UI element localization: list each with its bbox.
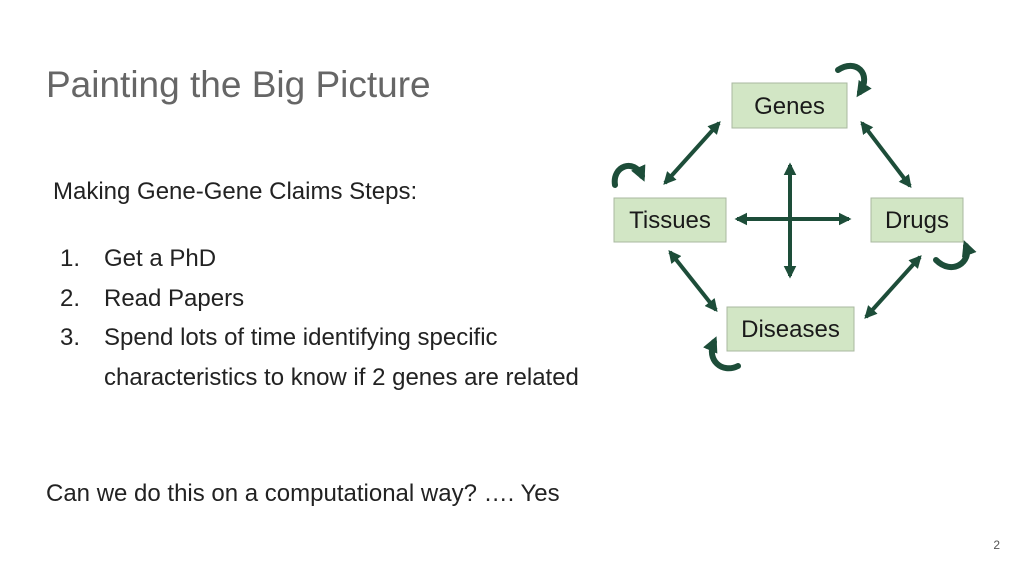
diseases-self-loop-icon	[703, 336, 741, 372]
step-text: Get a PhD	[104, 245, 217, 272]
list-item: 3. Spend lots of time identifying specif…	[60, 318, 580, 397]
node-drugs-label: Drugs	[885, 207, 949, 234]
step-number: 2.	[60, 284, 81, 312]
genes-self-loop-icon	[835, 62, 872, 98]
steps-list: 1. Get a PhD 2. Read Papers 3. Spend lot…	[60, 239, 580, 397]
node-diseases: Diseases	[726, 306, 855, 352]
genes-drugs-arrow	[860, 120, 912, 189]
node-tissues-label: Tissues	[629, 207, 711, 234]
steps-heading: Making Gene-Gene Claims Steps:	[53, 178, 418, 205]
node-diseases-label: Diseases	[741, 316, 840, 343]
node-drugs: Drugs	[870, 197, 964, 243]
tissues-self-loop-icon	[611, 162, 646, 188]
page-number: 2	[993, 538, 1000, 552]
slide-title: Painting the Big Picture	[46, 64, 431, 105]
step-number: 1.	[60, 245, 81, 272]
list-item: 1. Get a PhD	[60, 239, 580, 279]
drugs-diseases-arrow	[864, 255, 922, 319]
genes-tissues-arrow	[663, 121, 721, 185]
node-genes-label: Genes	[754, 93, 825, 120]
question-text: Can we do this on a computational way? ……	[46, 480, 560, 507]
node-genes: Genes	[731, 82, 848, 129]
tissues-diseases-arrow	[668, 249, 718, 313]
node-tissues: Tissues	[613, 197, 727, 243]
step-text: Read Papers	[104, 284, 245, 312]
list-item: 2. Read Papers	[60, 279, 580, 319]
step-text: Spend lots of time identifying specific …	[104, 324, 579, 391]
drugs-self-loop-icon	[933, 240, 977, 271]
step-number: 3.	[60, 324, 81, 351]
